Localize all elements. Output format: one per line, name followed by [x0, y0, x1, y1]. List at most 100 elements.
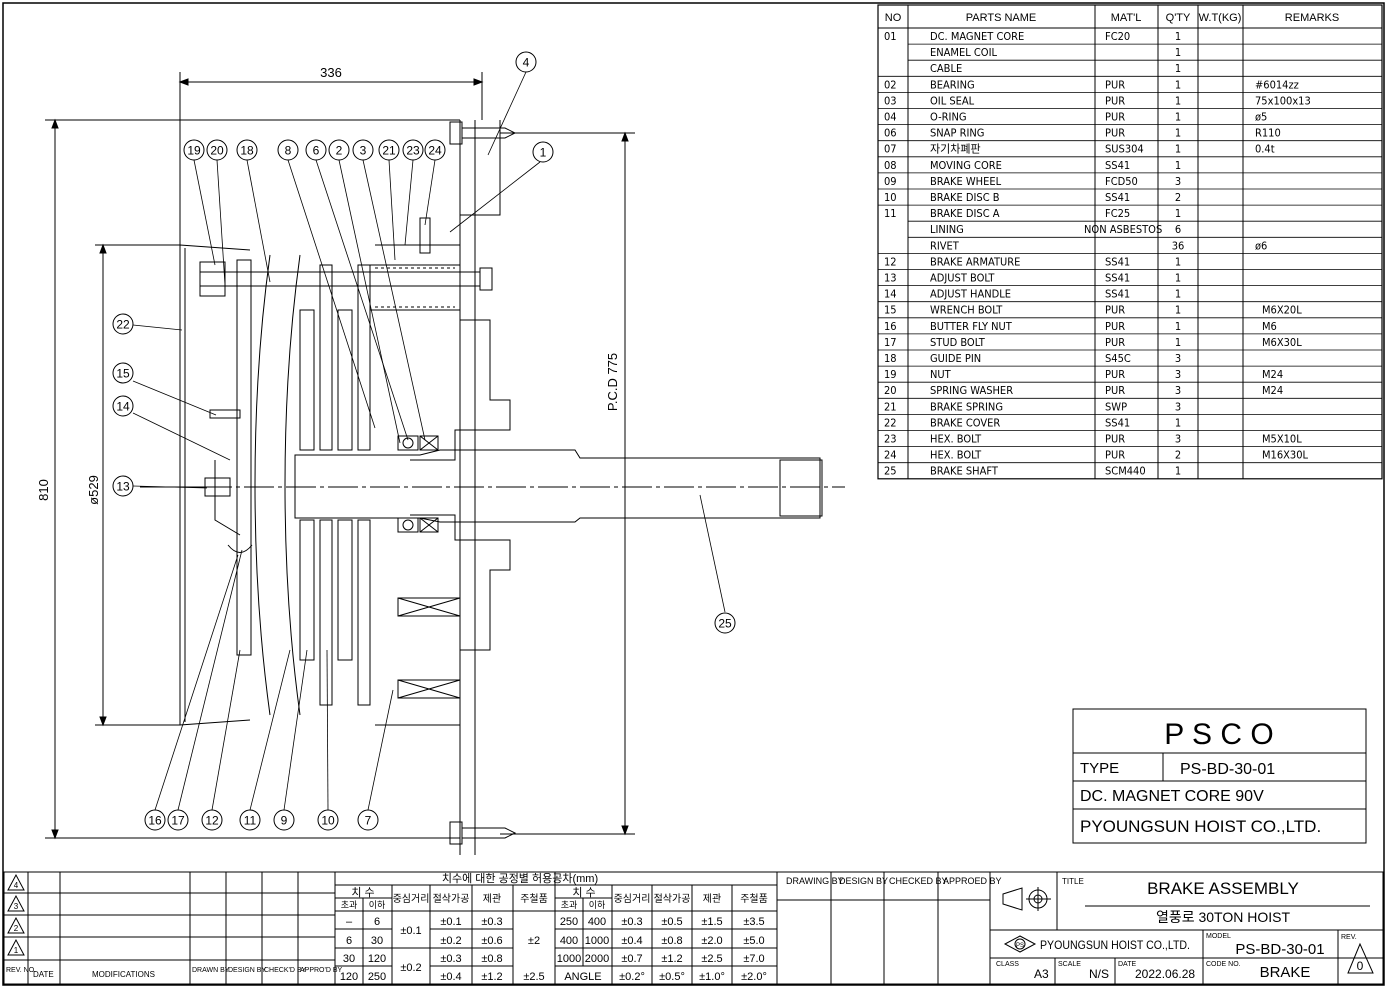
- balloon-label-14: 14: [116, 400, 130, 414]
- parts-cell-r0-c1: DC. MAGNET CORE: [930, 30, 1024, 43]
- parts-cell-r18-c0: 16: [884, 320, 897, 333]
- projection-symbol-icon: [1002, 887, 1051, 911]
- tol-left-r3-c3: ±1.2: [481, 971, 502, 983]
- parts-cell-r9-c0: 09: [884, 175, 897, 188]
- parts-cell-r18-c1: BUTTER FLY NUT: [930, 320, 1013, 333]
- balloon-label-6: 6: [313, 144, 320, 158]
- info-type-value: PS-BD-30-01: [1180, 761, 1275, 778]
- tol-right-r2-c4: ±2.5: [701, 953, 722, 965]
- scale-value: N/S: [1089, 967, 1109, 981]
- parts-cell-r0-c3: 1: [1175, 30, 1181, 43]
- parts-table-frame: [877, 4, 1383, 480]
- parts-cell-r18-c2: PUR: [1105, 320, 1125, 333]
- parts-header-1: PARTS NAME: [966, 12, 1037, 24]
- parts-cell-r15-c2: SS41: [1105, 272, 1130, 285]
- parts-cell-r24-c3: 1: [1175, 416, 1181, 429]
- balloon-8: [277, 139, 299, 161]
- parts-cell-r16-c2: SS41: [1105, 288, 1130, 301]
- parts-cell-r12-c1: LINING: [930, 223, 964, 236]
- tol-center-0: ±0.1: [400, 925, 421, 937]
- parts-cell-r27-c0: 25: [884, 465, 897, 478]
- rev-design-label: DESIGN BY: [228, 967, 266, 974]
- parts-cell-r10-c0: 10: [884, 191, 897, 204]
- rev-mark-3-icon: [7, 894, 25, 912]
- company-logo-text: PS: [1016, 943, 1024, 949]
- tol-size-left: 치 수: [351, 886, 374, 899]
- parts-cell-r0-c0: 01: [884, 30, 897, 43]
- tol-left-r1-c2: ±0.2: [440, 935, 461, 947]
- tol-left-r0-c0: –: [346, 916, 353, 928]
- balloon-16: [144, 809, 166, 831]
- rev-appro-label: APPRO'D BY: [300, 967, 343, 974]
- parts-header-0: NO: [885, 12, 902, 24]
- rev-drawn-label: DRAWN BY: [192, 967, 230, 974]
- balloon-11: [239, 809, 261, 831]
- parts-cell-r25-c5: M5X10L: [1262, 433, 1302, 446]
- parts-cell-r19-c5: M6X30L: [1262, 336, 1302, 349]
- parts-cell-r17-c0: 15: [884, 304, 897, 317]
- parts-cell-r20-c3: 3: [1175, 352, 1181, 365]
- parts-cell-r23-c2: SWP: [1105, 400, 1127, 413]
- parts-cell-r4-c0: 03: [884, 94, 897, 107]
- tol-right-r3-c3: ±0.5°: [659, 971, 685, 983]
- tol-center-1: ±0.2: [400, 962, 421, 974]
- tol-right-r1-c2: ±0.4: [621, 935, 642, 947]
- balloon-22: [112, 313, 134, 335]
- info-box: [1072, 708, 1367, 844]
- tol-right-r3-c0: ANGLE: [564, 971, 601, 983]
- parts-cell-r14-c0: 12: [884, 255, 897, 268]
- parts-cell-r1-c1: ENAMEL COIL: [930, 46, 997, 59]
- tol-right-r1-c0: 400: [560, 935, 578, 947]
- parts-cell-r22-c2: PUR: [1105, 384, 1125, 397]
- balloon-14: [112, 395, 134, 417]
- parts-cell-r0-c2: FC20: [1105, 30, 1130, 43]
- parts-cell-r8-c1: MOVING CORE: [930, 159, 1002, 172]
- tol-right-r2-c2: ±0.7: [621, 953, 642, 965]
- balloon-label-25: 25: [718, 617, 732, 631]
- parts-cell-r12-c2: NON ASBESTOS: [1084, 223, 1162, 236]
- tol-right-r1-c5: ±5.0: [743, 935, 764, 947]
- parts-cell-r5-c1: O-RING: [930, 111, 967, 124]
- parts-cell-r13-c5: ø6: [1255, 239, 1267, 252]
- parts-cell-r26-c3: 2: [1175, 449, 1181, 462]
- parts-cell-r19-c1: STUD BOLT: [930, 336, 986, 349]
- tol-head-col_cast-left: 주철품: [520, 893, 548, 905]
- parts-cell-r5-c3: 1: [1175, 111, 1181, 124]
- parts-cell-r22-c0: 20: [884, 384, 897, 397]
- tol-left-r1-c3: ±0.6: [481, 935, 502, 947]
- sign-drawing-label: DRAWING BY: [786, 876, 844, 886]
- tol-left-r0-c3: ±0.3: [481, 916, 502, 928]
- sign-approved-label: APPROED BY: [943, 876, 1002, 886]
- parts-cell-r27-c2: SCM440: [1105, 465, 1146, 478]
- parts-cell-r1-c3: 1: [1175, 46, 1181, 59]
- tol-head-col_cut-left: 절삭가공: [433, 892, 470, 905]
- code-value: BRAKE: [1260, 964, 1311, 981]
- parts-cell-r20-c2: S45C: [1105, 352, 1131, 365]
- parts-cell-r26-c0: 24: [884, 449, 897, 462]
- parts-cell-r27-c3: 1: [1175, 465, 1181, 478]
- tol-right-r1-c1: 1000: [585, 935, 609, 947]
- tol-right-r3-c5: ±2.0°: [741, 971, 767, 983]
- tol-cast-0: ±2: [528, 935, 540, 947]
- rev-mod-label: MODIFICATIONS: [92, 970, 155, 979]
- tol-left-r1-c0: 6: [346, 935, 352, 947]
- balloon-label-13: 13: [116, 480, 130, 494]
- balloon-label-10: 10: [321, 814, 335, 828]
- parts-header-2: MAT'L: [1111, 12, 1142, 24]
- parts-cell-r20-c0: 18: [884, 352, 897, 365]
- balloon-label-22: 22: [116, 318, 130, 332]
- parts-cell-r15-c1: ADJUST BOLT: [930, 272, 995, 285]
- parts-cell-r13-c3: 36: [1172, 239, 1185, 252]
- tol-head-col_can-left: 제관: [483, 893, 501, 905]
- tol-right-r2-c0: 1000: [557, 953, 581, 965]
- balloon-25: [714, 612, 736, 634]
- parts-cell-r17-c2: PUR: [1105, 304, 1125, 317]
- parts-cell-r6-c1: SNAP RING: [930, 127, 984, 140]
- parts-cell-r24-c1: BRAKE COVER: [930, 416, 1000, 429]
- parts-cell-r17-c1: WRENCH BOLT: [930, 304, 1003, 317]
- tol-left-r1-c1: 30: [371, 935, 383, 947]
- rev-date-label: DATE: [33, 970, 54, 979]
- date-label: DATE: [1118, 961, 1136, 968]
- balloon-20: [206, 139, 228, 161]
